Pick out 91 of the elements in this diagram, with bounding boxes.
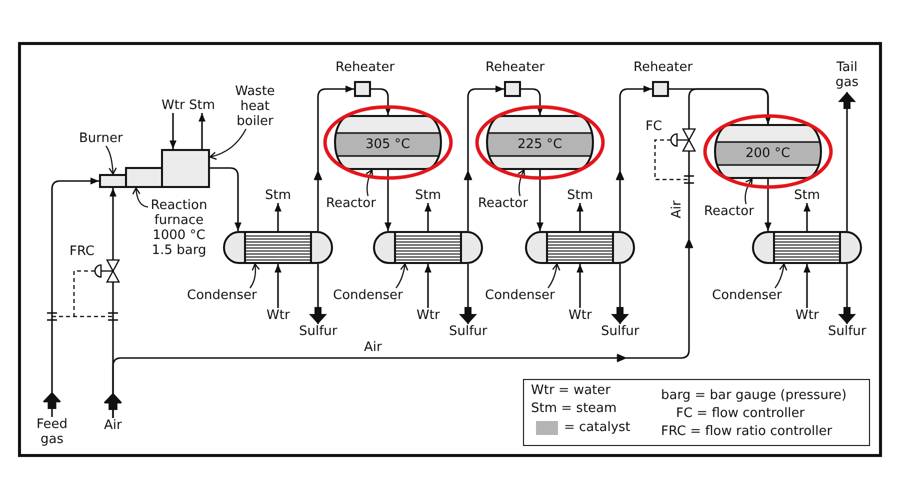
instrument-label: FRC [70, 244, 94, 259]
reactor-vessel [714, 124, 822, 179]
equipment-label: Burner [79, 131, 123, 146]
legend-text: Wtr = water [531, 383, 610, 398]
flow-line [371, 88, 392, 115]
stream-label: Feed gas [34, 417, 70, 447]
temperature-label: 200 °C [746, 146, 790, 161]
reheater-box [354, 81, 371, 97]
leader-line [518, 169, 526, 196]
stream-label: Air [104, 418, 122, 433]
stream-label: Wtr [162, 98, 185, 113]
flow-line [464, 86, 505, 232]
heat-exchanger-symbol [525, 231, 635, 264]
stream-label: Stm [265, 188, 292, 203]
equipment-label: Reactor [704, 204, 754, 219]
flow-line [424, 264, 432, 308]
heat-exchanger-symbol [223, 231, 333, 264]
legend-text: FC = flow controller [676, 406, 805, 421]
flow-line [804, 264, 810, 308]
reactor-vessel [334, 115, 442, 170]
flow-line [210, 167, 242, 231]
stream-label: Stm [567, 188, 594, 203]
flow-line [274, 203, 282, 231]
stream-label: Wtr [796, 308, 819, 323]
instrument-label: FC [646, 119, 662, 134]
flow-line [616, 86, 653, 232]
flow-line [804, 203, 810, 231]
stream-label: Sulfur [828, 324, 866, 339]
stream-label: Tail gas [826, 60, 868, 92]
equipment-label: Reactor [326, 196, 376, 211]
equipment-label: Reaction furnace 1000 °C 1.5 barg [148, 198, 210, 258]
legend-text: Stm = steam [531, 401, 617, 416]
flow-line [576, 264, 584, 308]
flow-line [611, 264, 629, 324]
boiler-box [161, 149, 210, 188]
stream-label: Stm [794, 188, 820, 203]
flow-line [838, 264, 856, 324]
flow-line [274, 264, 282, 308]
legend-text: FRC = flow ratio controller [661, 424, 832, 439]
flow-line [42, 178, 100, 418]
flow-line [424, 203, 432, 231]
heat-exchanger-symbol [752, 231, 862, 264]
flow-line [536, 170, 544, 231]
flow-line [838, 92, 856, 231]
flow-line [314, 86, 355, 232]
equipment-label: Reheater [486, 60, 545, 75]
stream-label: Stm [189, 98, 216, 113]
flow-line [459, 264, 477, 324]
reactor-vessel [486, 115, 594, 170]
temperature-label: 305 °C [366, 137, 410, 152]
leader-line [774, 263, 788, 288]
flow-line [764, 179, 772, 231]
leader-line [744, 178, 753, 204]
stream-label: Wtr [416, 308, 440, 323]
flow-line [309, 264, 327, 324]
leader-line [396, 263, 408, 288]
leader-line [548, 263, 560, 288]
equipment-label: Waste heat boiler [232, 84, 278, 129]
stream-label: Air [669, 200, 684, 218]
stream-label: Sulfur [601, 324, 640, 339]
heat-exchanger-symbol [373, 231, 483, 264]
flow-line [669, 88, 772, 124]
equipment-label: Condenser [712, 288, 782, 303]
legend-text: barg = bar gauge (pressure) [661, 388, 847, 403]
leader-line [366, 169, 374, 196]
stream-label: Sulfur [299, 324, 338, 339]
flow-line [521, 88, 544, 115]
leader-line [209, 128, 247, 160]
furnace-box [125, 167, 163, 188]
temperature-label: 225 °C [518, 137, 562, 152]
flow-line [576, 203, 584, 231]
equipment-label: Reactor [478, 196, 528, 211]
reheater-box [504, 81, 521, 97]
stream-label: Wtr [266, 308, 290, 323]
flow-line [170, 113, 176, 149]
legend-text: = catalyst [564, 420, 630, 435]
burner-box [99, 174, 127, 188]
stream-label: Wtr [568, 308, 592, 323]
equipment-label: Reheater [336, 60, 395, 75]
leader-line [106, 146, 117, 175]
leader-line [132, 187, 148, 208]
equipment-label: Condenser [333, 288, 403, 303]
equipment-label: Reheater [634, 60, 693, 75]
flow-line [198, 113, 206, 149]
reheater-box [652, 81, 669, 97]
stream-label: Stm [415, 188, 442, 203]
leader-line [250, 263, 260, 288]
flow-line [384, 170, 392, 231]
stream-label: Sulfur [449, 324, 488, 339]
equipment-label: Condenser [187, 288, 257, 303]
equipment-label: Condenser [485, 288, 555, 303]
